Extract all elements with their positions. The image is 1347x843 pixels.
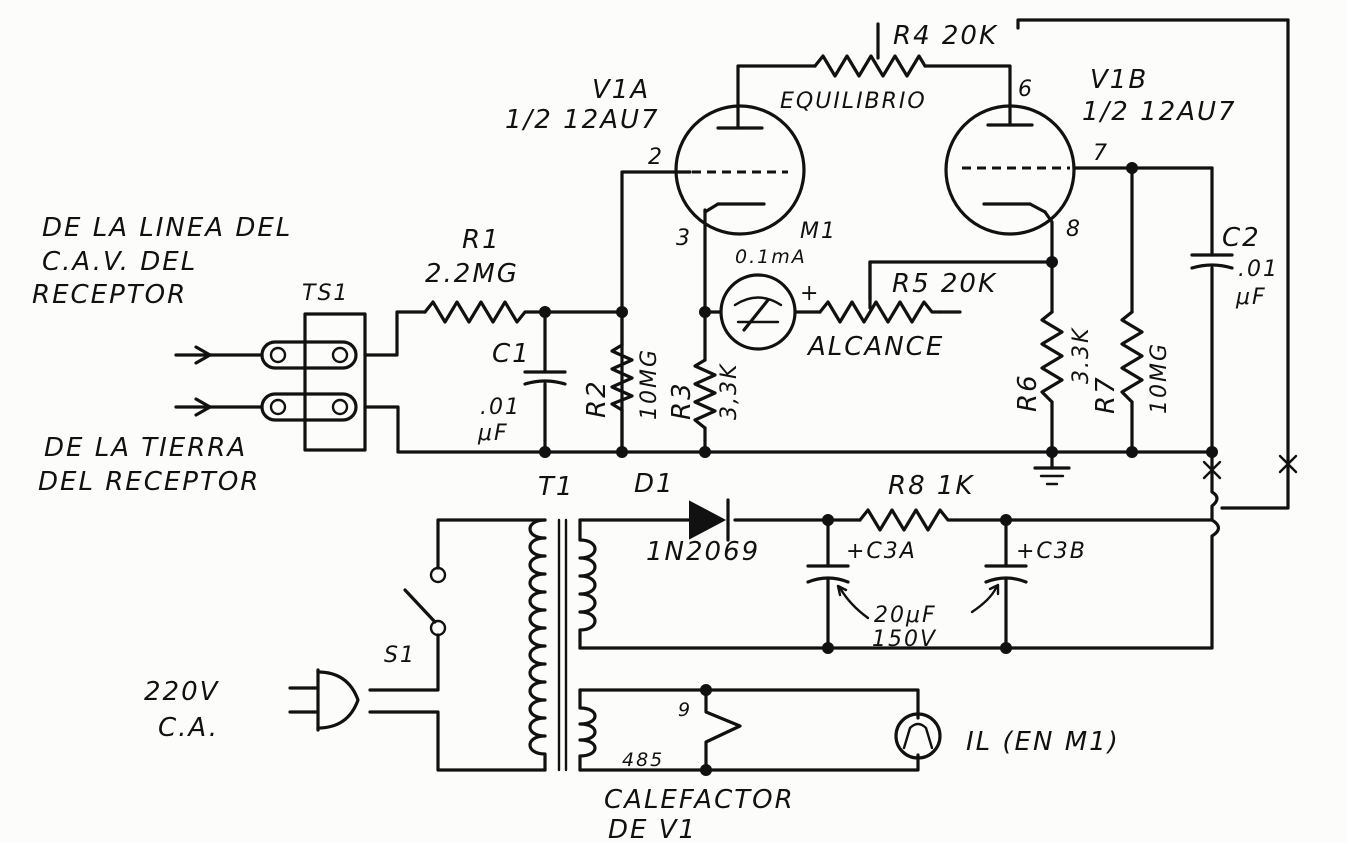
label-c2-value1: .01 — [1238, 257, 1279, 282]
label-r6-value: 3.3K — [1069, 327, 1094, 384]
label-mains-type: C.A. — [158, 713, 219, 743]
resistor-r3 — [693, 358, 717, 430]
label-r6: R6 — [1013, 373, 1043, 412]
label-r7-value: 10MG — [1147, 342, 1172, 414]
label-d1-part: 1N2069 — [646, 537, 760, 567]
label-r1-value: 2.2MG — [425, 259, 519, 289]
label-r3: R3 — [667, 381, 697, 420]
label-s1: S1 — [384, 643, 416, 668]
label-v1b-name: V1B — [1090, 65, 1148, 95]
label-d1: D1 — [634, 469, 675, 499]
label-v1a-name: V1A — [592, 75, 650, 105]
label-meter-plus: + — [800, 281, 820, 306]
cross-markers — [1202, 454, 1298, 480]
tube-v1b — [944, 104, 1076, 236]
label-c3-value1: 20μF — [874, 603, 937, 628]
label-heater-line2: DE V1 — [608, 815, 697, 843]
label-pin3: 3 — [676, 226, 692, 251]
label-c2-value2: μF — [1235, 285, 1267, 310]
resistor-r6 — [1040, 310, 1064, 404]
resistor-r5 — [818, 260, 942, 324]
capacitor-c3b — [984, 564, 1028, 584]
resistor-r8 — [858, 508, 957, 532]
capacitor-c1 — [523, 370, 567, 386]
label-pin8: 8 — [1066, 217, 1082, 242]
label-heater-line1: CALEFACTOR — [604, 785, 795, 815]
label-c1: C1 — [492, 339, 531, 369]
label-source-line3: RECEPTOR — [32, 280, 187, 310]
label-pins-485: 485 — [622, 749, 664, 771]
label-r7: R7 — [1091, 375, 1121, 414]
label-pin7: 7 — [1093, 141, 1109, 166]
label-source-line1: DE LA LINEA DEL — [42, 213, 292, 243]
label-ts1: TS1 — [302, 281, 349, 306]
label-ground-line1: DE LA TIERRA — [44, 433, 247, 463]
c3-value-arrows — [836, 583, 1000, 620]
terminal-strip-ts1 — [174, 312, 367, 452]
resistor-r2 — [610, 343, 634, 412]
label-c3-value2: 150V — [872, 627, 937, 652]
wiring — [363, 18, 1290, 772]
label-m1-rating: 0.1mA — [735, 246, 807, 268]
switch-s1 — [403, 566, 447, 637]
capacitor-c3a — [806, 564, 850, 584]
label-c3a: +C3A — [846, 539, 917, 564]
label-ground-line2: DEL RECEPTOR — [38, 467, 260, 497]
junction-dots — [539, 162, 1218, 776]
resistor-r7 — [1120, 310, 1144, 404]
label-v1a-type: 1/2 12AU7 — [505, 105, 660, 135]
label-lamp: IL (EN M1) — [966, 727, 1120, 757]
transformer-t1 — [528, 518, 597, 772]
label-equilibrio: EQUILIBRIO — [780, 89, 927, 114]
label-r2: R2 — [582, 379, 612, 418]
label-c2: C2 — [1222, 223, 1261, 253]
pilot-lamp-il — [894, 712, 942, 760]
resistor-r4 — [813, 54, 927, 78]
tube-v1a — [674, 104, 806, 236]
label-v1b-type: 1/2 12AU7 — [1082, 97, 1237, 127]
label-source-line2: C.A.V. DEL — [42, 247, 197, 277]
label-pin2: 2 — [648, 145, 664, 170]
label-mains-voltage: 220V — [144, 677, 220, 707]
label-r4: R4 20K — [893, 21, 998, 51]
label-r1: R1 — [462, 225, 501, 255]
labels: V1A 1/2 12AU7 V1B 1/2 12AU7 R4 20K EQUIL… — [32, 21, 1279, 843]
label-c3b: +C3B — [1016, 539, 1087, 564]
mains-plug — [288, 668, 360, 732]
label-r5: R5 20K — [892, 269, 997, 299]
capacitor-c2 — [1190, 253, 1234, 270]
meter-m1 — [719, 273, 797, 351]
label-pin9: 9 — [678, 699, 692, 721]
label-alcance: ALCANCE — [806, 332, 944, 362]
label-t1: T1 — [538, 472, 574, 502]
diode-d1 — [689, 498, 730, 542]
label-c1-value2: μF — [477, 421, 509, 446]
label-c1-value1: .01 — [480, 395, 521, 420]
resistor-r1 — [423, 300, 532, 324]
label-m1: M1 — [800, 219, 837, 244]
label-pin6: 6 — [1018, 77, 1034, 102]
label-r8: R8 1K — [888, 471, 974, 501]
label-r3-value: 3,3K — [717, 363, 742, 420]
label-r2-value: 10MG — [637, 348, 662, 420]
